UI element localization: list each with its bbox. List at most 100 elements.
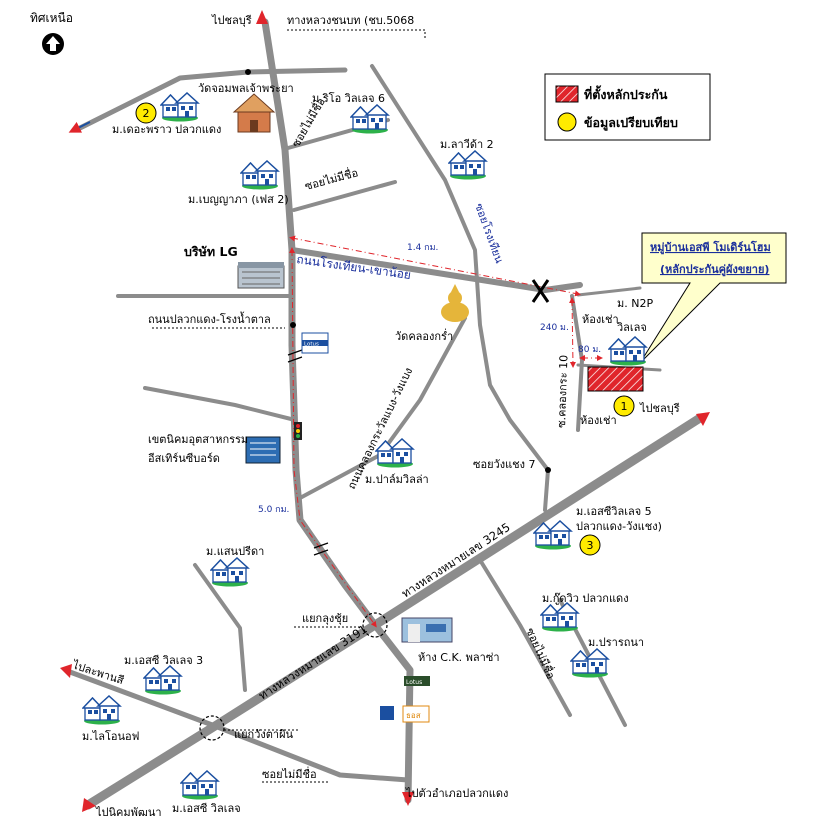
label-distance-3: 80 ม. [578,345,601,355]
label-soi-wangsaeng7: ซอยวังแชง 7 [473,458,536,471]
junction-dot [545,467,551,473]
label-distance-1: 1.4 กม. [407,243,438,253]
leader-line [287,29,426,38]
junction-lungchu-circle [362,612,388,638]
label-wat-klongkra: วัดคลองกร่ำ [395,328,453,343]
road-soi-2 [292,180,397,212]
arrow-south-icon [402,792,414,806]
distance-line-4 [289,247,377,628]
road-soi-rongtian [370,64,550,472]
tesco-lotus-logo-icon: Lotus [301,332,329,354]
house-icon [82,695,121,725]
label-soi-klongkra10: ซ.คลองกระ 10 [555,355,571,428]
label-distance-2: 240 ม. [540,323,569,333]
road-soi-wangsaeng7 [543,468,550,512]
house-icon [180,770,219,800]
lotus-express-logo-icon: Lotus [404,676,430,686]
label-mu-rio: ม.ริโอ วิลเลจ 6 [312,91,385,105]
label-soi-noname-2: ซอยไม่มีชื่อ [303,164,360,193]
label-mu-saenpreeda: ม.แสนปรีดา [206,545,264,558]
label-hw3191: ทางหลวงหมายเลข 3191 [256,622,370,703]
site-callout: หมู่บ้านเอสพี โมเดิร์นโฮม (หลักประกันคู่… [639,232,787,364]
label-ck-plaza: ห้าง C.K. พลาซ่า [418,651,500,664]
label-lg: บริษัท LG [184,244,238,259]
label-industrial-2: อีสเทิร์นซีบอร์ด [148,452,220,465]
label-mu-n2p-1: ม. N2P [617,297,653,310]
comparable-marker-2: 2 [135,102,157,124]
callout-line1: หมู่บ้านเอสพี โมเดิร์นโฮม [650,240,771,255]
label-soi-rongtian: ซอยโรงเทียน [472,201,507,265]
ck-plaza-building-icon [401,617,453,643]
arrow-east-icon [696,412,710,426]
label-mu-sc: ม.เอสซี วิลเลจ [172,802,241,815]
arrow-west-icon [60,664,72,678]
collateral-site [587,366,644,392]
junction-x-icon [531,279,550,303]
road-soi-lower-right [478,558,572,717]
comparable-marker-3: 3 [579,534,601,556]
svg-text:Lotus: Lotus [304,342,319,348]
legend-site-label: ที่ตั้งหลักประกัน [584,85,668,102]
house-icon [160,92,199,122]
north-arrow-icon [42,33,64,55]
label-mu-benya: ม.เบญญาภา (เฟส 2) [188,193,289,206]
highway-3245 [83,413,705,810]
road-saenpreeda [193,563,247,692]
label-mu-prathana: ม.ปรารถนา [588,636,644,649]
label-to-pluakdaeng: ไปตัวอำเภอปลวกแดง [405,787,508,800]
road-soi-klongkra10 [570,294,584,432]
label-mu-sc3: ม.เอสซี วิลเลจ 3 [124,654,203,667]
house-icon [448,150,487,180]
label-honchao-1: ห้องเช่า [582,313,619,326]
arrow-northwest-icon [68,121,91,133]
label-mu-palm: ม.ปาล์มวิลล่า [365,473,429,486]
junction-wangta-circle [199,715,225,741]
label-mu-sp5-1: ม.เอสซีวิลเลจ 5 [576,505,652,518]
bank-logo-icon: ธอส [380,705,430,723]
svg-text:1: 1 [621,400,628,413]
legend-comparable-label: ข้อมูลเปรียบเทียบ [584,115,678,131]
legend: ที่ตั้งหลักประกัน ข้อมูลเปรียบเทียบ [544,73,711,141]
arrow-north-icon [256,10,268,24]
arrow-southwest-icon [82,798,96,812]
legend-site-swatch [555,85,579,103]
house-icon [143,665,182,695]
road-wangta-east [212,723,411,783]
label-honchao-2: ห้องเช่า [580,414,617,427]
distance-lines [289,235,603,628]
svg-text:2: 2 [143,107,150,120]
label-mu-sp5-2: ปลวกแดง-วังแชง) [576,520,662,533]
label-mu-lavida: ม.ลาวีด้า 2 [440,138,494,151]
label-plaeng-rongnamtan: ถนนปลวกแดง-โรงน้ำตาล [148,311,271,326]
compass-label: ทิศเหนือ [30,11,73,25]
crossing-mark [313,542,329,556]
svg-text:3: 3 [587,539,594,552]
house-icon [210,557,249,587]
traffic-light-icon [294,422,302,440]
road-to-laphan [67,669,218,729]
label-mu-daprao: ม.เดอะพราว ปลวกแดง [112,123,221,136]
distance-line-2 [569,297,576,368]
label-junction-lungchu: แยกลุงชุ้ย [302,612,348,625]
buddha-icon [441,284,469,322]
road-n2p [576,286,642,297]
label-khonburi-road: ทางหลวงชนบท (ชบ.5068 [287,14,414,27]
svg-text:ธอส: ธอส [406,711,421,720]
label-to-chonburi-right: ไปชลบุรี [639,402,680,415]
callout-line2: (หลักประกันคู่ผังขยาย) [660,263,769,277]
label-mu-n2p-2: วิลเลจ [616,321,647,334]
house-icon [608,336,647,366]
house-icon [240,160,279,190]
road-industrial-1 [143,386,297,422]
crossing-mark [287,349,303,363]
comparable-marker-1: 1 [613,395,635,417]
house-icon [350,104,389,134]
junction-dot [290,322,296,328]
legend-comparable-swatch [557,112,577,132]
label-mu-goodlive: ม.กู๊ดวิว ปลวกแดง [542,592,629,605]
label-industrial-1: เขตนิคมอุตสาหกรรม [148,433,248,446]
label-soi-noname-4: ซอยไม่มีชื่อ [262,766,317,781]
factory-building-icon [237,262,285,289]
label-soi-noname-3: ซอยไม่มีชื่อ [523,625,559,681]
